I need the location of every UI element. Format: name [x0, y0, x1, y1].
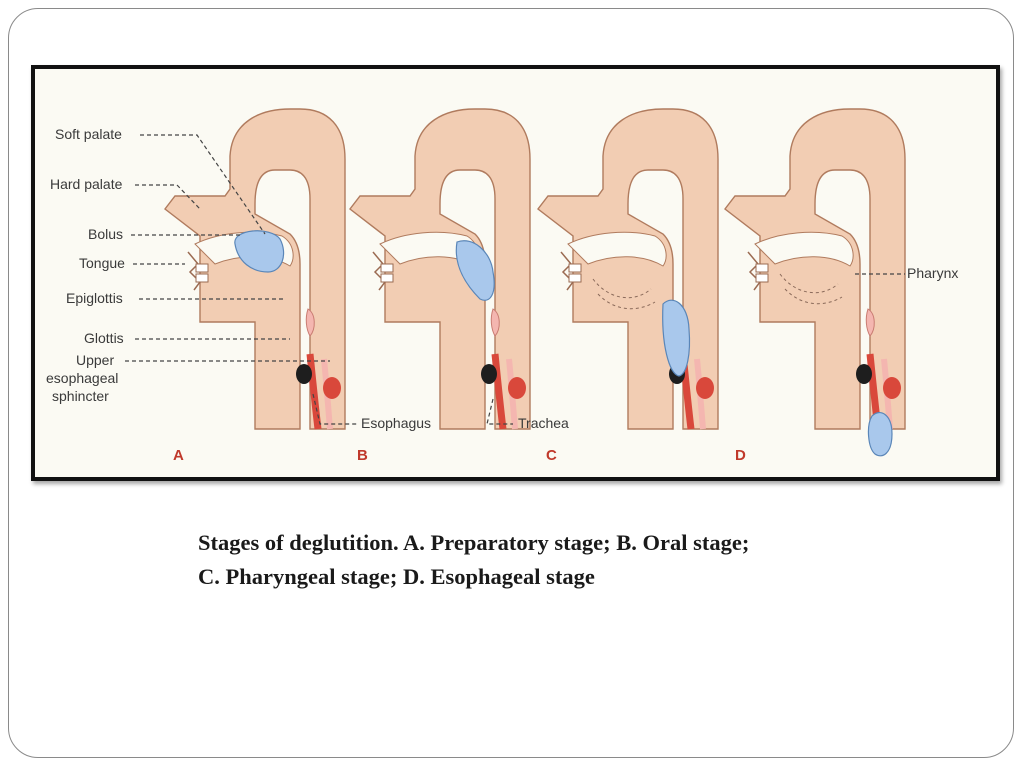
deglutition-diagram: Soft palate Hard palate Bolus Tongue Epi… [46, 69, 958, 464]
figure-caption: Stages of deglutition. A. Preparatory st… [198, 526, 918, 594]
label-esophagus: Esophagus [361, 415, 431, 431]
panel-b-diagram [350, 109, 530, 429]
bolus-d [867, 412, 893, 457]
bolus-c [662, 299, 691, 377]
panel-letter-c: C [546, 447, 557, 464]
panel-a-diagram [165, 109, 345, 429]
panel-letter-d: D [735, 447, 746, 464]
label-epiglottis: Epiglottis [66, 290, 123, 306]
label-trachea: Trachea [518, 415, 569, 431]
bolus-a [234, 230, 285, 273]
caption-line-1: Stages of deglutition. A. Preparatory st… [198, 530, 750, 555]
label-soft-palate: Soft palate [55, 126, 122, 142]
panel-letter-b: B [357, 447, 368, 464]
label-hard-palate: Hard palate [50, 176, 123, 192]
label-ues-line1: Upper [76, 352, 114, 368]
label-tongue: Tongue [79, 255, 125, 271]
bolus-b [455, 240, 495, 301]
caption-line-2: C. Pharyngeal stage; D. Esophageal stage [198, 564, 595, 589]
panel-d-diagram [725, 109, 905, 457]
label-ues-line2: esophageal [46, 370, 118, 386]
label-pharynx: Pharynx [907, 265, 958, 281]
panel-c-diagram [538, 109, 718, 429]
deglutition-figure: Soft palate Hard palate Bolus Tongue Epi… [31, 65, 1000, 481]
label-bolus: Bolus [88, 226, 123, 242]
label-glottis: Glottis [84, 330, 124, 346]
panel-letter-a: A [173, 447, 184, 464]
label-ues-line3: sphincter [52, 388, 109, 404]
